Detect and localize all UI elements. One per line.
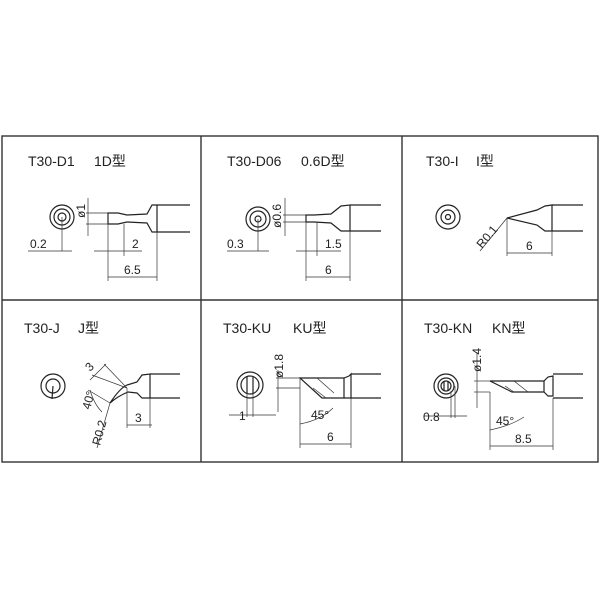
tip-type: J型 <box>78 320 99 336</box>
table-border <box>1 135 599 463</box>
dim-face: 0.3 <box>227 237 244 251</box>
tip-cell-i: T30-I I型 R0.1 6 <box>426 153 583 256</box>
dim-radius: R0.1 <box>474 222 501 251</box>
dim-bend: 3 <box>82 359 97 374</box>
dim-length: 3 <box>135 411 142 425</box>
tip-face-view <box>229 371 276 417</box>
tip-model: T30-D1 <box>28 153 75 169</box>
dim-diameter: ø1.8 <box>272 354 286 378</box>
dim-angle: 45° <box>311 408 329 422</box>
dim-angle: 40° <box>79 389 97 410</box>
tip-model: T30-KN <box>424 320 472 336</box>
dim-face: 0.2 <box>30 237 47 251</box>
tip-type: I型 <box>476 153 494 169</box>
tip-side-view <box>474 352 583 450</box>
tip-face-view <box>424 373 467 418</box>
tip-type: KU型 <box>293 320 326 336</box>
tip-cell-ku: T30-KU KU型 ø1.8 1 45° 6 <box>223 320 381 448</box>
tip-cell-j: T30-J J型 3 40° R0.2 3 <box>24 320 180 449</box>
tip-face-view <box>227 206 271 252</box>
tip-cell-d06: T30-D06 0.6D型 ø0.6 0.3 1.5 6 <box>227 153 381 281</box>
dim-angle: 45° <box>496 414 514 428</box>
tip-model: T30-D06 <box>227 153 282 169</box>
dim-diameter: ø0.6 <box>270 204 284 228</box>
dim-face: 0.8 <box>423 410 440 424</box>
dim-length: 6 <box>325 263 332 277</box>
dim-length: 8.5 <box>515 432 532 446</box>
tip-side-view <box>276 370 381 448</box>
tip-type: 1D型 <box>94 153 126 169</box>
tip-side-view <box>283 198 381 281</box>
tip-side-view <box>86 198 190 281</box>
tip-model: T30-I <box>426 153 459 169</box>
dim-radius: R0.2 <box>89 418 109 446</box>
tip-face-view <box>40 373 66 400</box>
tip-model: T30-KU <box>223 320 271 336</box>
dim-chisel: 2 <box>132 237 139 251</box>
dim-diameter: ø1.4 <box>470 348 484 372</box>
dim-face: 1 <box>239 409 246 423</box>
tip-face-view <box>28 204 75 252</box>
dim-length: 6 <box>526 239 533 253</box>
tip-side-view <box>87 363 180 449</box>
dim-diameter: ø1 <box>74 204 88 218</box>
tip-model: T30-J <box>24 320 60 336</box>
tip-type: 0.6D型 <box>301 153 345 169</box>
tip-cell-d1: T30-D1 1D型 ø1 0.2 2 6.5 <box>28 153 190 281</box>
tip-face-view <box>435 204 461 230</box>
tip-cell-kn: T30-KN KN型 ø1.4 0.8 45° 8.5 <box>423 320 583 450</box>
dim-length: 6 <box>327 430 334 444</box>
tip-type: KN型 <box>492 320 525 336</box>
tip-side-view <box>479 204 583 256</box>
dim-chisel: 1.5 <box>325 237 342 251</box>
dim-length: 6.5 <box>124 263 141 277</box>
